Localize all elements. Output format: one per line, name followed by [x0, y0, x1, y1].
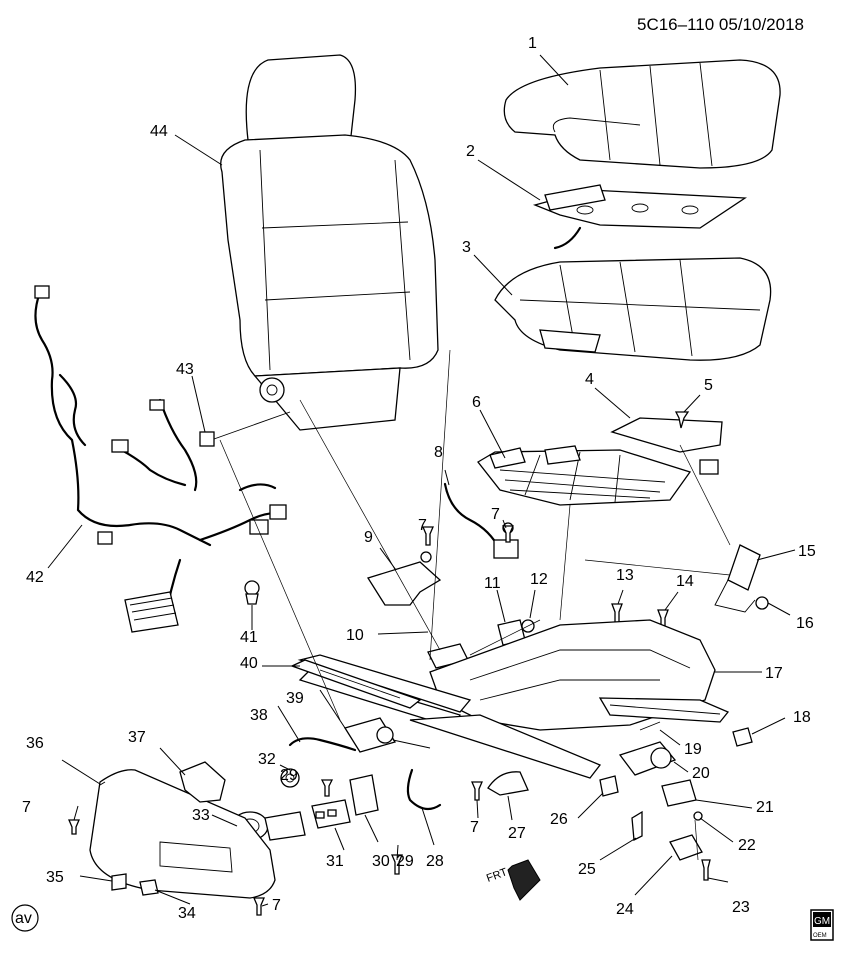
callout-39: 39 [286, 690, 304, 707]
callouts: 1 2 3 4 5 6 7 7 7 7 7 8 9 10 11 12 13 14… [22, 35, 816, 922]
callout-35: 35 [46, 869, 64, 886]
callout-7-bottom: 7 [272, 897, 281, 914]
callout-18: 18 [793, 709, 811, 726]
occupant-sensor-cable [420, 482, 519, 563]
callout-9: 9 [364, 529, 373, 546]
callout-2: 2 [466, 143, 475, 160]
callout-33: 33 [192, 807, 210, 824]
gm-logo-subtext: OEM [813, 933, 827, 939]
callout-14: 14 [676, 573, 694, 590]
lower-cover [487, 771, 529, 796]
callout-43: 43 [176, 361, 194, 378]
callout-15: 15 [798, 543, 816, 560]
seat-heater-pad [532, 184, 747, 250]
height-motor [618, 721, 677, 776]
switch-bezel [280, 768, 300, 788]
wiring-harness [34, 285, 287, 633]
callout-40: 40 [240, 655, 258, 672]
corner-badge: av [11, 904, 39, 932]
callout-17: 17 [765, 665, 783, 682]
callout-7-left: 7 [22, 799, 31, 816]
callout-25: 25 [578, 861, 596, 878]
seat-switches [311, 774, 379, 829]
callout-3: 3 [462, 239, 471, 256]
leader-lines [47, 54, 796, 907]
callout-31: 31 [326, 853, 344, 870]
callout-23: 23 [732, 899, 750, 916]
seat-suspension-mat [477, 445, 692, 506]
callout-7-upper-left: 7 [418, 517, 427, 534]
corner-badge-text: av [15, 910, 32, 927]
callout-7-middle: 7 [470, 819, 479, 836]
seat-adjuster-frame [297, 619, 730, 779]
recliner-bolt [199, 411, 291, 447]
callout-12: 12 [530, 571, 548, 588]
callout-28: 28 [426, 853, 444, 870]
callout-20: 20 [692, 765, 710, 782]
callout-1: 1 [528, 35, 537, 52]
callout-34: 34 [178, 905, 196, 922]
shield-bracket [179, 761, 226, 803]
callout-38: 38 [250, 707, 268, 724]
callout-32: 32 [258, 751, 276, 768]
callout-6: 6 [472, 394, 481, 411]
callout-8: 8 [434, 444, 443, 461]
callout-26: 26 [550, 811, 568, 828]
callout-10: 10 [346, 627, 364, 644]
tilt-motor-set [661, 779, 711, 881]
callout-44: 44 [150, 123, 168, 140]
callout-29-lower: 29 [396, 853, 414, 870]
seat-track [290, 659, 422, 709]
callout-11: 11 [484, 575, 501, 592]
fasteners-7 [68, 525, 514, 916]
callout-30: 30 [372, 853, 390, 870]
callout-22: 22 [738, 837, 756, 854]
seat-back [220, 54, 439, 431]
callout-24: 24 [616, 901, 634, 918]
end-cap [732, 727, 753, 747]
harness-clip [244, 580, 260, 605]
callout-37: 37 [128, 729, 146, 746]
trim-bracket [366, 561, 442, 606]
cushion-panel [610, 411, 723, 475]
callout-13: 13 [616, 567, 634, 584]
lumbar-cable [320, 768, 442, 875]
alignment-lines [219, 349, 731, 861]
gm-logo-text: GM [814, 916, 830, 927]
callout-16: 16 [796, 615, 814, 632]
seat-cushion-cover [503, 59, 781, 169]
callout-41: 41 [240, 629, 258, 646]
callout-4: 4 [585, 371, 594, 388]
diagram-code: 5C16–110 05/10/2018 [637, 15, 804, 34]
side-shield [89, 769, 276, 899]
callout-19: 19 [684, 741, 702, 758]
callout-42: 42 [26, 569, 44, 586]
fore-aft-motor [288, 717, 431, 753]
callout-5: 5 [704, 377, 713, 394]
callout-21: 21 [756, 799, 774, 816]
gm-logo: GM OEM [810, 909, 834, 941]
parts-25-26 [599, 775, 643, 842]
seat-cushion-pad [494, 257, 772, 361]
seat-belt-buckle [714, 544, 769, 613]
callout-7-upper-right: 7 [491, 506, 500, 523]
callout-29-upper: 29 [280, 767, 298, 784]
front-label: FRT [485, 866, 509, 885]
callout-36: 36 [26, 735, 44, 752]
callout-27: 27 [508, 825, 526, 842]
front-direction-arrow: FRT [485, 859, 541, 901]
